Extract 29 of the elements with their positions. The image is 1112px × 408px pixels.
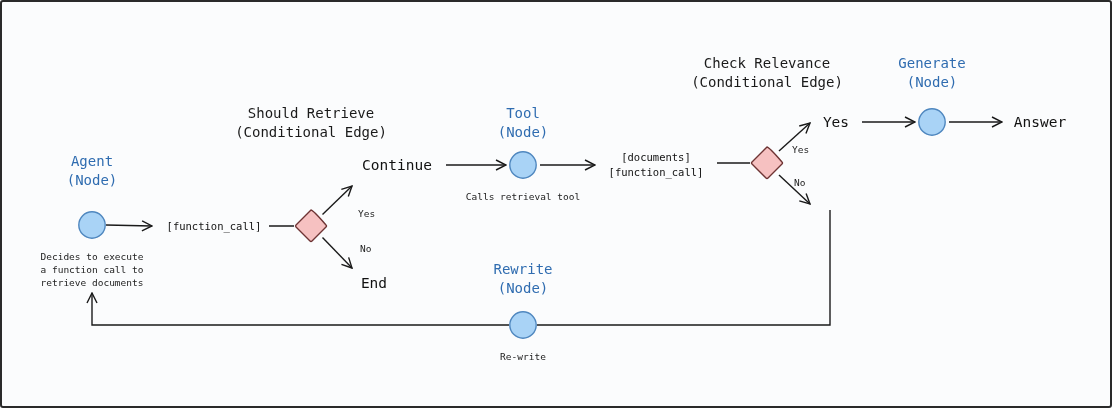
arrow [321,236,353,269]
text-label: Continue [357,155,437,175]
node-caption: Calls retrieval tool [464,190,582,203]
text-label: End [354,273,394,293]
arrow [105,220,153,232]
node-title: Rewrite (Node) [492,260,554,298]
arrow [86,292,510,326]
edge-label: Yes [792,144,810,156]
node-caption: Decides to execute a function call to retrieve documents [39,250,145,289]
arrow [861,116,916,128]
text-label: [documents] [function_call] [596,150,716,180]
edge-label: Yes [358,208,376,220]
arrow [539,159,596,171]
node-title: Tool (Node) [496,104,550,142]
node-title: Agent (Node) [65,152,119,190]
arrow [948,116,1003,128]
node-title: Should Retrieve (Conditional Edge) [234,104,388,142]
arrow [445,159,507,171]
arrow [778,174,811,205]
edge-label: No [794,177,806,189]
node-title: Generate (Node) [897,54,967,92]
text-label: Yes [817,112,855,132]
arrow [778,122,811,152]
node-caption: Re-write [499,350,547,363]
arrow [321,185,353,216]
node-title: Check Relevance (Conditional Edge) [690,54,844,92]
text-label: [function_call] [160,218,268,234]
edge-label: No [360,243,372,255]
text-label: Answer [1008,112,1072,132]
